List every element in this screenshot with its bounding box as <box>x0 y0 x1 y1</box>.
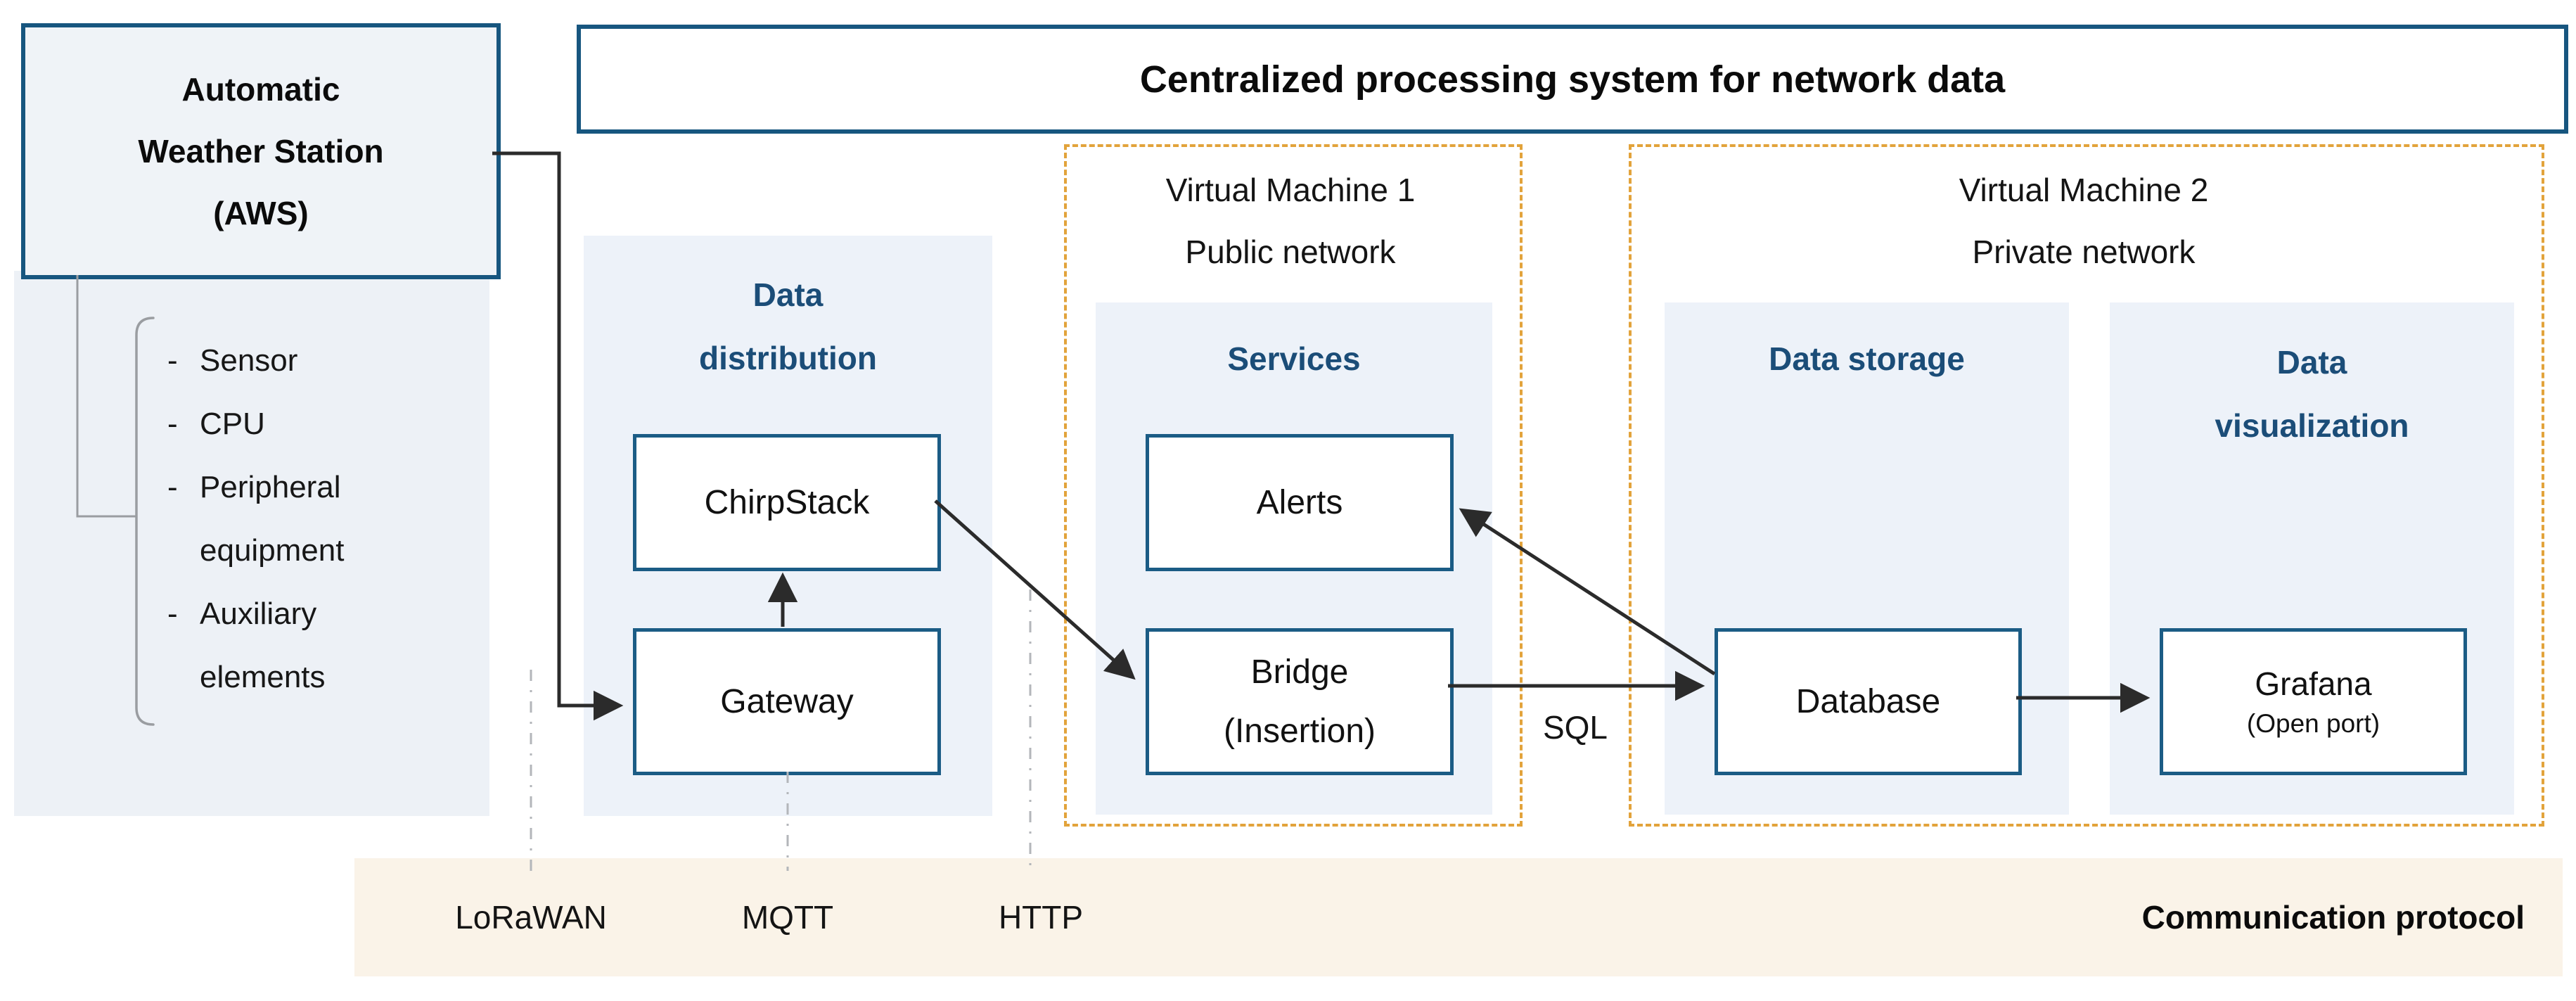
central-system-header: Centralized processing system for networ… <box>577 25 2568 134</box>
aws-station-box: Automatic Weather Station (AWS) <box>21 23 501 279</box>
virtual-machine-2-title: Virtual Machine 2 Private network <box>1959 172 2209 270</box>
database-node: Database <box>1715 628 2022 775</box>
virtual-machine-1-title: Virtual Machine 1 Public network <box>1165 172 1416 270</box>
communication-protocol-bar: LoRaWAN MQTT HTTP Communication protocol <box>354 858 2563 976</box>
central-system-title: Centralized processing system for networ… <box>1139 58 2006 101</box>
grafana-node: Grafana (Open port) <box>2160 628 2467 775</box>
alerts-node: Alerts <box>1146 434 1454 571</box>
communication-protocol-title: Communication protocol <box>2141 899 2525 936</box>
protocol-lorawan-label: LoRaWAN <box>455 899 607 936</box>
list-bullet: - <box>167 407 178 441</box>
aws-station-title: Automatic Weather Station (AWS) <box>138 71 384 231</box>
database-label: Database <box>1795 682 1941 720</box>
protocol-mqtt-label: MQTT <box>741 899 834 936</box>
grafana-open-port-label: (Open port) <box>2246 708 2380 738</box>
chirpstack-node: ChirpStack <box>633 434 941 571</box>
sql-edge-label: SQL <box>1542 709 1608 746</box>
list-item: - Sensor <box>167 329 477 393</box>
data-distribution-title: Data distribution <box>699 276 877 376</box>
component-cpu: CPU <box>200 407 265 441</box>
list-item: - Auxiliary elements <box>167 582 477 709</box>
chirpstack-label: ChirpStack <box>704 483 870 521</box>
aws-components-list: - Sensor - CPU - Peripheral equipment - … <box>167 329 477 709</box>
component-sensor: Sensor <box>200 343 298 378</box>
list-bullet: - <box>167 343 178 378</box>
gateway-node: Gateway <box>633 628 941 775</box>
bridge-insertion-label: Bridge (Insertion) <box>1223 653 1376 750</box>
protocol-http-label: HTTP <box>998 899 1084 936</box>
gateway-label: Gateway <box>720 682 854 720</box>
bridge-insertion-node: Bridge (Insertion) <box>1146 628 1454 775</box>
grafana-label: Grafana <box>2255 665 2372 702</box>
component-peripheral-equipment: Peripheral equipment <box>200 470 345 568</box>
list-item: - CPU <box>167 393 477 456</box>
data-visualization-title: Data visualization <box>2215 344 2409 444</box>
services-title: Services <box>1227 340 1361 377</box>
virtual-machine-2-boundary <box>1629 144 2544 827</box>
list-bullet: - <box>167 597 178 631</box>
virtual-machine-1-boundary <box>1064 144 1523 827</box>
list-bullet: - <box>167 470 178 504</box>
component-auxiliary-elements: Auxiliary elements <box>200 597 326 694</box>
alerts-label: Alerts <box>1256 483 1343 521</box>
data-storage-title: Data storage <box>1769 340 1965 377</box>
list-item: - Peripheral equipment <box>167 456 477 582</box>
